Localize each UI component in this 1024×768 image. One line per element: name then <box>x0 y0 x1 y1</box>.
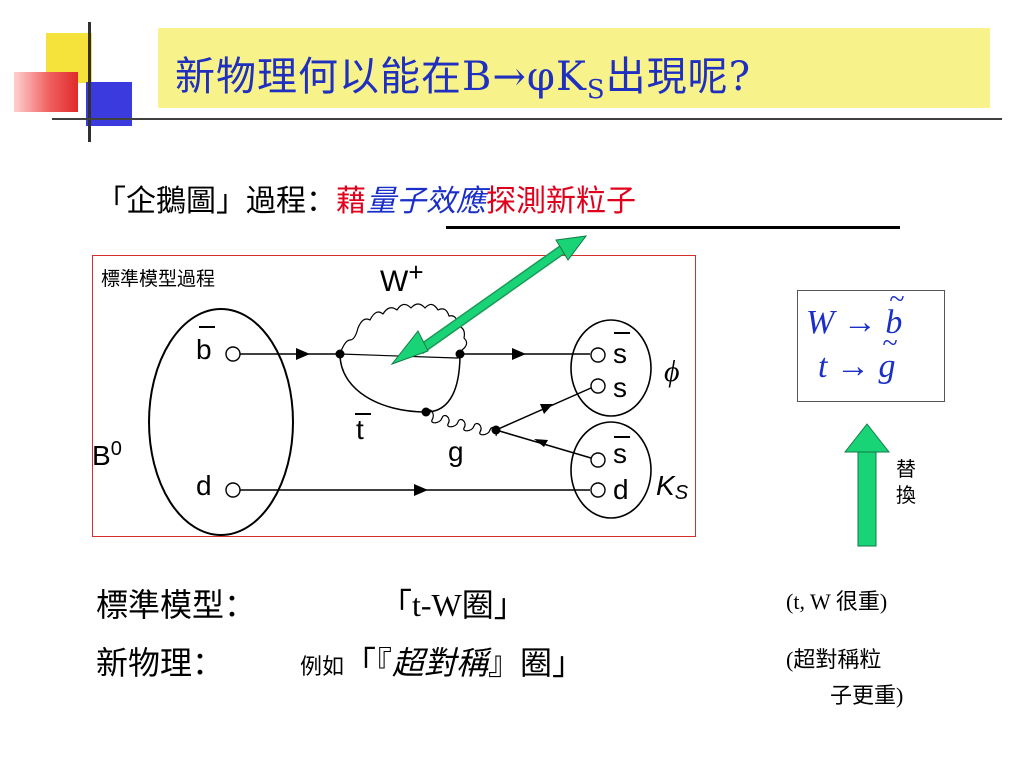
title-k: K <box>555 54 587 100</box>
gluon-line <box>425 409 497 437</box>
phi-label: ϕ <box>664 355 680 388</box>
b0-label-text: B <box>92 440 111 471</box>
sub-g: g <box>878 348 896 385</box>
sub-heading-quantum: 量子效應 <box>366 184 486 219</box>
np-row-expression: 例如「『超對稱』圈」 <box>300 638 584 684</box>
replace-label: 替 換 <box>893 456 919 508</box>
w-label-text: W <box>380 265 409 298</box>
substitution-row-1: W → ~b <box>806 284 904 342</box>
title-main: 新物理何以能在B→ <box>175 54 527 100</box>
ks-meson-ellipse <box>570 421 652 519</box>
logo-vertical-line <box>88 22 91 142</box>
sbar-bottom-endpoint <box>590 452 606 468</box>
tilde-g: ~ <box>882 328 898 359</box>
sub-heading: 「企鵝圖」過程：藉量子效應探測新粒子 <box>96 176 636 220</box>
title-divider-line <box>52 118 1002 120</box>
d-right-endpoint <box>590 482 606 498</box>
substitution-row-2: t → ~g <box>818 328 898 386</box>
sub-heading-red2: 探測新粒子 <box>486 184 636 219</box>
sub-heading-prefix: 「企鵝圖」過程： <box>96 184 336 219</box>
ks-label: KS <box>656 470 688 505</box>
b0-meson-ellipse <box>148 308 294 536</box>
title-banner <box>158 28 990 108</box>
bbar-label: b <box>196 334 212 365</box>
replace-char-1: 替 <box>896 457 916 481</box>
sm-row-loop: 「t-W圈」 <box>380 587 526 623</box>
sub-heading-underline <box>446 226 900 229</box>
sub-t: t <box>818 348 828 385</box>
ks-label-sub: S <box>674 482 689 504</box>
np-row-label: 新物理： <box>96 644 225 682</box>
b0-label: B0 <box>92 438 122 472</box>
vertex-right <box>455 349 465 359</box>
b0-label-sup: 0 <box>110 438 122 460</box>
sub-g-wrapper: ~g <box>878 328 897 385</box>
sub-arrow-1: → <box>842 304 877 341</box>
sub-b: b <box>885 304 903 341</box>
diagram-caption: 標準模型過程 <box>101 268 216 290</box>
sub-arrow-2: → <box>835 348 870 385</box>
g-label: g <box>448 436 464 467</box>
d-right-label: d <box>613 474 629 505</box>
np-close: 』圈」 <box>488 644 585 682</box>
replace-char-2: 換 <box>896 483 916 507</box>
replacement-arrow <box>843 423 891 547</box>
w-label-sup: + <box>408 257 424 287</box>
w-label: W+ <box>380 257 424 299</box>
phi-meson-ellipse <box>570 319 652 417</box>
tbar-loop <box>339 353 461 413</box>
bbar-arrow <box>296 348 310 360</box>
substitution-box <box>797 290 945 402</box>
w-boson-line <box>339 303 468 359</box>
penguin-diagram-frame <box>92 255 696 537</box>
slide-title: 新物理何以能在B→φKS出現呢? <box>175 44 751 105</box>
np-example: 例如 <box>300 655 345 680</box>
sub-heading-red1: 藉 <box>336 184 366 219</box>
np-susy: 超對稱 <box>392 644 489 682</box>
np-open: 「『 <box>344 644 393 682</box>
quantum-effect-arrow <box>390 235 588 366</box>
sbar-top-label: s <box>613 338 627 369</box>
title-k-sub: S <box>586 75 606 105</box>
s-label: s <box>613 372 627 403</box>
bbar-endpoint <box>225 346 241 362</box>
sbar-bottom-label: s <box>613 438 627 469</box>
d-arrow <box>414 484 428 496</box>
sbar-top-endpoint <box>590 347 606 363</box>
sub-w: W <box>806 304 835 341</box>
sbar-top-arrow <box>512 348 526 360</box>
tbar-label: t <box>356 414 364 445</box>
d-left-label: d <box>196 470 212 501</box>
title-tail: 出現呢? <box>605 54 752 100</box>
sbar-bottom-arrow <box>534 439 548 447</box>
sm-row-note: (t, W 很重) <box>786 589 888 614</box>
title-phi: φ <box>526 54 556 100</box>
s-endpoint <box>590 378 606 394</box>
sm-row-label: 標準模型： <box>96 586 257 624</box>
tilde-b: ~ <box>889 284 905 315</box>
np-row-note-2: 子更重) <box>830 683 904 708</box>
s-arrow <box>540 404 553 414</box>
d-left-endpoint <box>225 482 241 498</box>
ks-label-text: K <box>656 470 675 501</box>
logo-red-bar <box>14 72 78 112</box>
np-row-note-1: (超對稱粒 <box>786 647 882 672</box>
vertex-left <box>335 349 345 359</box>
sub-b-wrapper: ~b <box>885 284 904 341</box>
